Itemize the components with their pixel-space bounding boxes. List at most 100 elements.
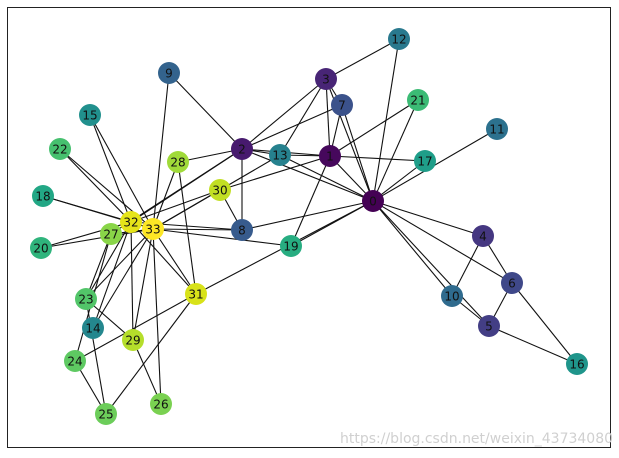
edge-0-2 bbox=[241, 148, 374, 202]
node-label: 6 bbox=[508, 277, 516, 291]
node-circle bbox=[566, 353, 588, 375]
edge-1-3 bbox=[325, 78, 331, 157]
edge-1-30 bbox=[219, 155, 331, 191]
node-circle bbox=[362, 190, 384, 212]
edge-9-33 bbox=[152, 72, 170, 230]
edge-29-32 bbox=[130, 221, 134, 341]
node-label: 2 bbox=[238, 143, 246, 157]
node-label: 22 bbox=[52, 143, 67, 157]
node-11: 11 bbox=[486, 118, 508, 140]
edge-3-13 bbox=[279, 78, 327, 156]
node-0: 0 bbox=[362, 190, 384, 212]
edge-22-32 bbox=[59, 148, 132, 223]
edge-25-31 bbox=[105, 293, 197, 415]
edge-19-33 bbox=[152, 228, 292, 247]
node-label: 31 bbox=[188, 288, 203, 302]
node-circle bbox=[150, 393, 172, 415]
watermark: https://blog.csdn.net/weixin_43734080 bbox=[340, 431, 613, 447]
node-label: 28 bbox=[170, 156, 185, 170]
node-circle bbox=[388, 28, 410, 50]
node-circle bbox=[120, 211, 142, 233]
node-31: 31 bbox=[185, 283, 207, 305]
node-label: 1 bbox=[326, 150, 334, 164]
edge-2-9 bbox=[168, 72, 243, 150]
node-label: 5 bbox=[485, 320, 493, 334]
node-circle bbox=[441, 285, 463, 307]
node-label: 8 bbox=[238, 224, 246, 238]
node-label: 0 bbox=[369, 195, 377, 209]
edge-2-3 bbox=[241, 78, 327, 150]
edge-0-13 bbox=[279, 154, 374, 202]
node-12: 12 bbox=[388, 28, 410, 50]
node-32: 32 bbox=[120, 211, 142, 233]
node-28: 28 bbox=[167, 151, 189, 173]
node-circle bbox=[315, 68, 337, 90]
node-circle bbox=[79, 104, 101, 126]
node-circle bbox=[501, 272, 523, 294]
edge-15-32 bbox=[89, 114, 132, 223]
node-22: 22 bbox=[49, 138, 71, 160]
node-26: 26 bbox=[150, 393, 172, 415]
edge-1-19 bbox=[290, 155, 331, 247]
node-14: 14 bbox=[82, 317, 104, 339]
edge-5-16 bbox=[488, 325, 578, 365]
edge-28-31 bbox=[177, 161, 197, 295]
node-label: 15 bbox=[82, 109, 97, 123]
edge-23-32 bbox=[85, 221, 132, 300]
node-25: 25 bbox=[95, 403, 117, 425]
node-label: 16 bbox=[569, 358, 584, 372]
node-15: 15 bbox=[79, 104, 101, 126]
node-label: 3 bbox=[322, 73, 330, 87]
node-label: 14 bbox=[85, 322, 100, 336]
node-label: 20 bbox=[33, 242, 48, 256]
node-label: 13 bbox=[272, 149, 287, 163]
edge-2-32 bbox=[130, 148, 243, 223]
edge-0-6 bbox=[372, 200, 513, 284]
node-29: 29 bbox=[122, 329, 144, 351]
node-16: 16 bbox=[566, 353, 588, 375]
node-label: 10 bbox=[444, 290, 459, 304]
node-circle bbox=[319, 145, 341, 167]
node-circle bbox=[185, 283, 207, 305]
edge-0-10 bbox=[372, 200, 453, 297]
edge-31-33 bbox=[152, 228, 197, 295]
node-5: 5 bbox=[478, 315, 500, 337]
node-label: 21 bbox=[410, 94, 425, 108]
node-circle bbox=[75, 288, 97, 310]
node-label: 33 bbox=[145, 223, 160, 237]
node-circle bbox=[100, 223, 122, 245]
node-20: 20 bbox=[30, 237, 52, 259]
node-circle bbox=[269, 144, 291, 166]
node-18: 18 bbox=[32, 185, 54, 207]
node-30: 30 bbox=[209, 179, 231, 201]
node-circle bbox=[142, 218, 164, 240]
edge-2-7 bbox=[241, 104, 343, 150]
edge-8-33 bbox=[152, 228, 243, 231]
node-21: 21 bbox=[407, 89, 429, 111]
edge-26-33 bbox=[152, 228, 162, 405]
edge-31-32 bbox=[130, 221, 197, 295]
node-label: 4 bbox=[479, 230, 487, 244]
node-circle bbox=[231, 138, 253, 160]
node-circle bbox=[49, 138, 71, 160]
edge-23-27 bbox=[85, 233, 112, 300]
node-24: 24 bbox=[64, 350, 86, 372]
node-circle bbox=[486, 118, 508, 140]
edge-6-16 bbox=[511, 282, 578, 365]
node-label: 17 bbox=[417, 155, 432, 169]
node-circle bbox=[280, 235, 302, 257]
edge-26-29 bbox=[132, 339, 162, 405]
node-8: 8 bbox=[231, 219, 253, 241]
node-label: 12 bbox=[391, 33, 406, 47]
edge-15-33 bbox=[89, 114, 154, 230]
edge-1-17 bbox=[329, 155, 426, 162]
edge-0-7 bbox=[341, 104, 374, 202]
node-2: 2 bbox=[231, 138, 253, 160]
node-circle bbox=[478, 315, 500, 337]
node-label: 32 bbox=[123, 216, 138, 230]
node-circle bbox=[158, 62, 180, 84]
node-17: 17 bbox=[414, 150, 436, 172]
node-circle bbox=[30, 237, 52, 259]
node-label: 26 bbox=[153, 398, 168, 412]
